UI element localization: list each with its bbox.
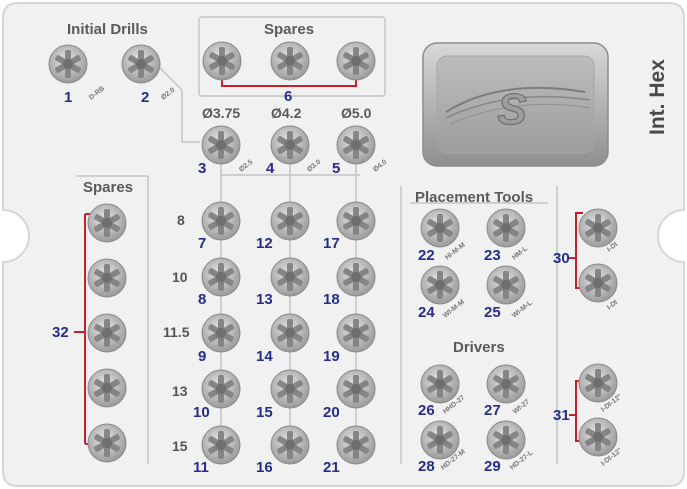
position-3: 3 <box>198 161 206 176</box>
row-label-11-5: 11.5 <box>163 325 189 339</box>
fitting-3[interactable] <box>202 126 240 164</box>
diameter-3-75: Ø3.75 <box>202 106 240 120</box>
fitting-30a[interactable] <box>579 209 617 247</box>
position-23: 23 <box>484 248 501 263</box>
fitting-31b[interactable] <box>579 418 617 456</box>
fitting-32d[interactable] <box>88 369 126 407</box>
position-5: 5 <box>332 161 340 176</box>
position-17: 17 <box>323 236 340 251</box>
position-31: 31 <box>553 408 570 423</box>
position-2: 2 <box>141 90 149 105</box>
fitting-23[interactable] <box>487 209 525 247</box>
position-32: 32 <box>52 325 69 340</box>
fitting-9[interactable] <box>202 314 240 352</box>
fitting-30b[interactable] <box>579 264 617 302</box>
fitting-17[interactable] <box>337 202 375 240</box>
fitting-15[interactable] <box>271 370 309 408</box>
fitting-25[interactable] <box>487 266 525 304</box>
position-11: 11 <box>193 460 209 475</box>
fitting-4[interactable] <box>271 126 309 164</box>
fitting-22[interactable] <box>421 209 459 247</box>
fitting-26[interactable] <box>421 365 459 403</box>
position-1: 1 <box>64 90 72 105</box>
position-19: 19 <box>323 349 340 364</box>
fitting-12[interactable] <box>271 202 309 240</box>
position-22: 22 <box>418 248 435 263</box>
position-8: 8 <box>198 292 206 307</box>
fitting-6b[interactable] <box>271 42 309 80</box>
fitting-2[interactable] <box>122 45 160 83</box>
fitting-19[interactable] <box>337 314 375 352</box>
position-14: 14 <box>256 349 273 364</box>
logo-plate: S <box>423 43 608 166</box>
position-26: 26 <box>418 403 435 418</box>
position-12: 12 <box>256 236 273 251</box>
fitting-21[interactable] <box>337 426 375 464</box>
position-28: 28 <box>418 459 435 474</box>
row-label-10: 10 <box>172 270 188 284</box>
fitting-5[interactable] <box>337 126 375 164</box>
position-30: 30 <box>553 251 570 266</box>
diameter-5-0: Ø5.0 <box>341 106 371 120</box>
row-label-13: 13 <box>172 384 188 398</box>
position-21: 21 <box>323 460 340 475</box>
logo-letter: S <box>497 85 526 134</box>
fitting-32c[interactable] <box>88 314 126 352</box>
fitting-1[interactable] <box>49 45 87 83</box>
fitting-31a[interactable] <box>579 364 617 402</box>
position-9: 9 <box>198 349 206 364</box>
fitting-6c[interactable] <box>337 42 375 80</box>
fitting-18[interactable] <box>337 258 375 296</box>
position-20: 20 <box>323 405 340 420</box>
fitting-6a[interactable] <box>203 42 241 80</box>
fitting-24[interactable] <box>421 266 459 304</box>
fitting-27[interactable] <box>487 365 525 403</box>
header-drivers: Drivers <box>453 340 505 355</box>
position-7: 7 <box>198 236 206 251</box>
row-label-15: 15 <box>172 439 188 453</box>
position-18: 18 <box>323 292 340 307</box>
position-10: 10 <box>193 405 210 420</box>
position-24: 24 <box>418 305 435 320</box>
fitting-32b[interactable] <box>88 259 126 297</box>
header-spares-top: Spares <box>264 22 314 37</box>
fitting-13[interactable] <box>271 258 309 296</box>
position-16: 16 <box>256 460 273 475</box>
fitting-28[interactable] <box>421 421 459 459</box>
tray-title: Int. Hex <box>647 59 668 135</box>
position-15: 15 <box>256 405 273 420</box>
diameter-4-2: Ø4.2 <box>271 106 301 120</box>
header-initial-drills: Initial Drills <box>67 22 148 37</box>
fitting-29[interactable] <box>487 421 525 459</box>
position-13: 13 <box>256 292 273 307</box>
position-27: 27 <box>484 403 501 418</box>
fitting-8[interactable] <box>202 258 240 296</box>
position-4: 4 <box>266 161 274 176</box>
position-29: 29 <box>484 459 501 474</box>
header-spares-left: Spares <box>83 180 133 195</box>
fitting-7[interactable] <box>202 202 240 240</box>
row-label-8: 8 <box>177 213 185 227</box>
fitting-20[interactable] <box>337 370 375 408</box>
fitting-32e[interactable] <box>88 424 126 462</box>
position-6: 6 <box>284 89 292 104</box>
position-25: 25 <box>484 305 501 320</box>
fitting-14[interactable] <box>271 314 309 352</box>
fitting-16[interactable] <box>271 426 309 464</box>
fitting-32a[interactable] <box>88 204 126 242</box>
fitting-10[interactable] <box>202 370 240 408</box>
header-placement-tools: Placement Tools <box>415 190 533 205</box>
